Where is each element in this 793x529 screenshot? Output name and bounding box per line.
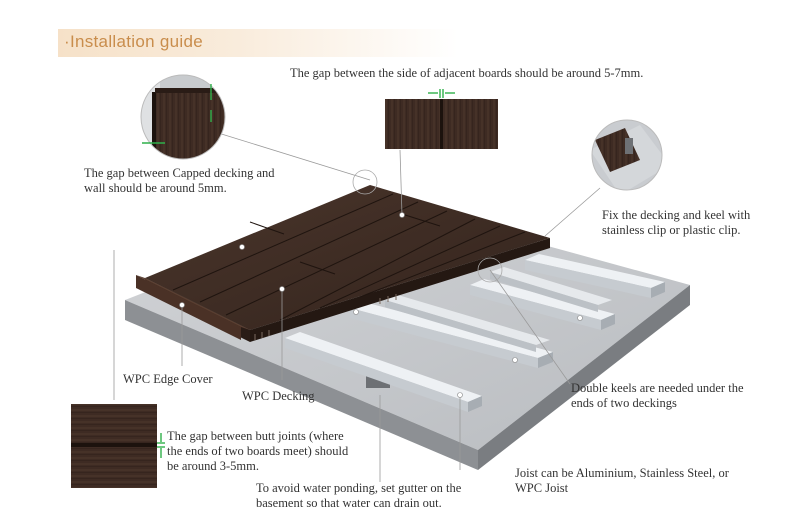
callout-dots (179, 212, 583, 398)
joist (490, 267, 612, 312)
section-banner: ·Installation guide (58, 29, 458, 57)
joist (525, 254, 665, 298)
section-title: ·Installation guide (64, 32, 203, 51)
wall-gap-label-2: wall should be around 5mm. (84, 181, 227, 195)
double-keel-label-1: Double keels are needed under the (571, 381, 744, 395)
joist-group (285, 254, 665, 412)
decking-label: WPC Decking (242, 389, 315, 403)
joist-label-2: WPC Joist (515, 481, 569, 495)
clip-zoom (591, 119, 663, 191)
clip-label-2: stainless clip or plastic clip. (602, 223, 741, 237)
joist (350, 302, 553, 368)
butt-gap-label-1: The gap between butt joints (where (167, 429, 344, 443)
butt-gap-label-2: the ends of two boards meet) should (167, 444, 349, 458)
joist (470, 279, 615, 330)
edge-cover (136, 275, 250, 340)
butt-joint-zoom (71, 404, 165, 488)
butt-gap-label-3: be around 3-5mm. (167, 459, 259, 473)
callout-ring (352, 169, 378, 195)
callout-ring (477, 257, 503, 283)
gutter-label-1: To avoid water ponding, set gutter on th… (256, 481, 462, 495)
joist (385, 295, 550, 352)
clip-label-1: Fix the decking and keel with (602, 208, 751, 222)
wall-gap-label-1: The gap between Capped decking and (84, 166, 275, 180)
leader-lines (113, 131, 601, 482)
edge-cover-label: WPC Edge Cover (123, 372, 213, 386)
joist-label-1: Joist can be Aluminium, Stainless Steel,… (515, 466, 729, 480)
joist (285, 332, 482, 412)
double-keel-label-2: ends of two deckings (571, 396, 677, 410)
gutter-label-2: basement so that water can drain out. (256, 496, 442, 510)
side-gap-label: The gap between the side of adjacent boa… (290, 66, 644, 80)
side-gap-zoom (385, 89, 498, 149)
